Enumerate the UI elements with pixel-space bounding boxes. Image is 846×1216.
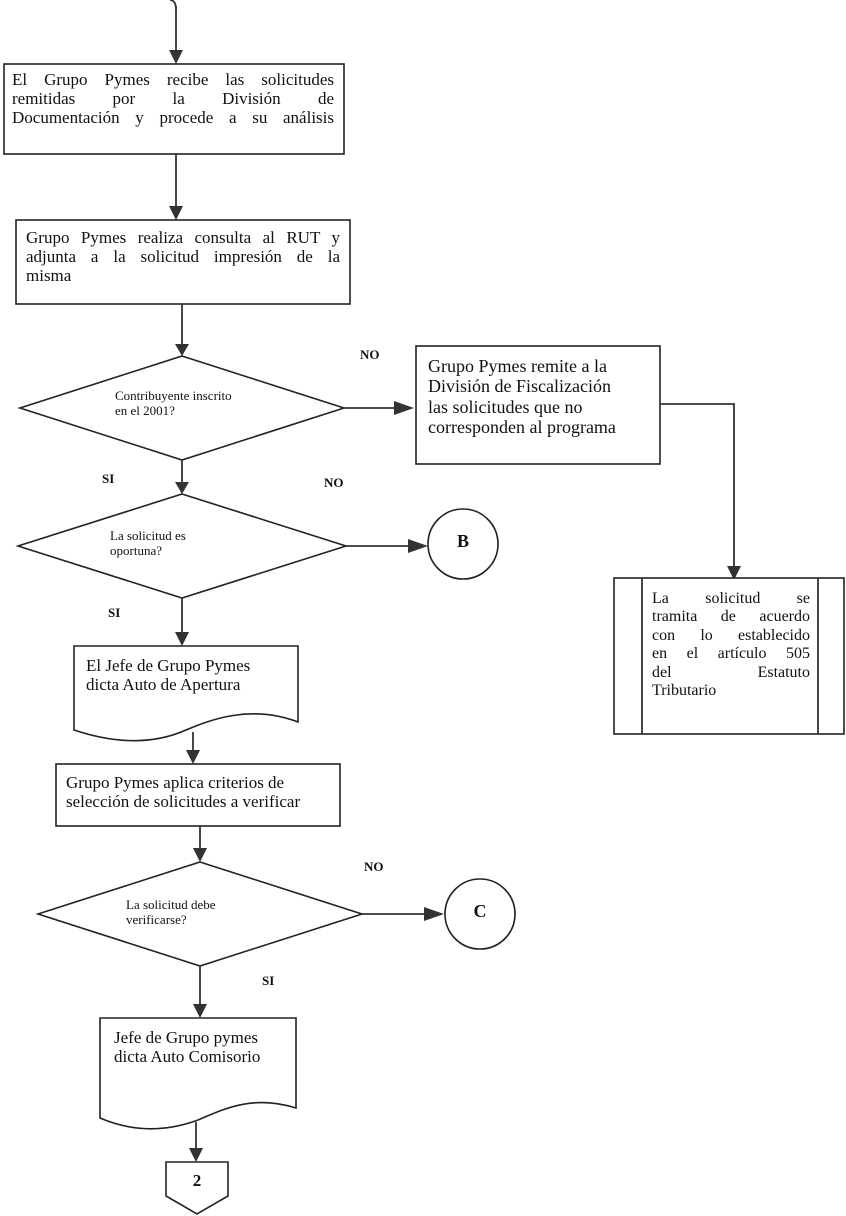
arrowhead-remit xyxy=(394,401,414,415)
decision1-no-label: NO xyxy=(360,347,380,362)
decision3-yes-label: SI xyxy=(262,973,275,988)
arrowhead-process xyxy=(727,566,741,580)
arrowhead-decision2 xyxy=(175,482,189,494)
step3-text: Grupo Pymes aplica criterios de selecció… xyxy=(66,773,336,811)
arrowhead-b xyxy=(408,539,428,553)
connector-c-label: C xyxy=(473,901,487,921)
step1-box xyxy=(3,63,345,155)
offpage-connector-label: 2 xyxy=(192,1171,202,1190)
arrowhead-doc2 xyxy=(193,1004,207,1018)
step3-line2: selección de solicitudes a verificar xyxy=(66,792,301,812)
doc1-text: El Jefe de Grupo Pymes dicta Auto de Ape… xyxy=(86,656,296,694)
remit-line4: corresponden al programa xyxy=(428,416,616,437)
decision2-yes-label: SI xyxy=(108,605,121,620)
decision3-line2: verificarse? xyxy=(126,911,187,927)
doc2-text: Jefe de Grupo pymes dicta Auto Comisorio xyxy=(114,1028,294,1066)
step1-text: El Grupo Pymes recibe las solicitudes re… xyxy=(12,70,334,127)
decision1-text: Contribuyente inscrito en el 2001? xyxy=(115,388,265,418)
decision1-line2: en el 2001? xyxy=(115,402,175,418)
connector-b-label: B xyxy=(456,531,469,551)
step3-line1: Grupo Pymes aplica criterios de xyxy=(66,773,285,792)
doc1-line1: El Jefe de Grupo Pymes xyxy=(86,656,251,675)
connector-b-circle xyxy=(427,508,499,580)
arrowhead-decision3 xyxy=(193,848,207,862)
step2-box xyxy=(15,219,351,305)
process-line6: Tributario xyxy=(652,681,717,699)
connector-c-circle xyxy=(444,878,516,950)
decision2-no-label: NO xyxy=(324,475,344,490)
decision3-no-label: NO xyxy=(364,859,384,874)
process-line2: tramita de acuerdo xyxy=(652,608,810,626)
arrowhead-step3 xyxy=(186,750,200,764)
offpage-connector-shape xyxy=(165,1161,229,1215)
decision2-text: La solicitud es oportuna? xyxy=(110,528,260,558)
arrowhead-offpage xyxy=(189,1148,203,1162)
doc1-line2: dicta Auto de Apertura xyxy=(86,675,241,695)
process-line5: del Estatuto xyxy=(652,663,810,681)
decision2-line1: La solicitud es xyxy=(110,528,186,543)
step3-box xyxy=(55,763,341,827)
step2-text: Grupo Pymes realiza consulta al RUT y ad… xyxy=(26,228,340,285)
arrowhead-doc1 xyxy=(175,632,189,646)
arrowhead-step2 xyxy=(169,206,183,220)
arrowhead-c xyxy=(424,907,444,921)
arrowhead-step1 xyxy=(169,50,183,64)
remit-line2: División de Fiscalización xyxy=(428,376,611,397)
doc2-line2: dicta Auto Comisorio xyxy=(114,1047,261,1067)
remit-box xyxy=(415,345,661,465)
remit-line1: Grupo Pymes remite a la xyxy=(428,356,607,376)
process-box xyxy=(613,577,845,735)
decision1-line1: Contribuyente inscrito xyxy=(115,388,232,403)
process-line4: en el artículo 505 xyxy=(652,645,810,663)
step1-line1: El Grupo Pymes recibe las solicitudes xyxy=(12,70,334,89)
decision2-line2: oportuna? xyxy=(110,542,162,558)
process-line3: con lo establecido xyxy=(652,626,810,644)
process-box-text: La solicitud se tramita de acuerdo con l… xyxy=(652,590,810,700)
decision3-text: La solicitud debe verificarse? xyxy=(126,897,276,927)
doc2-shape xyxy=(99,1017,297,1130)
step2-line3: misma xyxy=(26,266,72,286)
step1-line2: remitidas por la División de xyxy=(12,89,334,109)
doc1-shape xyxy=(73,645,299,742)
doc2-line1: Jefe de Grupo pymes xyxy=(114,1028,258,1047)
process-line1: La solicitud se xyxy=(652,590,810,607)
step2-line2: adjunta a la solicitud impresión de la xyxy=(26,247,340,267)
decision1-yes-label: SI xyxy=(102,471,115,486)
remit-box-text: Grupo Pymes remite a la División de Fisc… xyxy=(428,356,658,437)
remit-line3: las solicitudes que no xyxy=(428,396,583,417)
step2-line1: Grupo Pymes realiza consulta al RUT y xyxy=(26,228,340,247)
decision3-line1: La solicitud debe xyxy=(126,897,216,912)
step1-line3: Documentación y procede a su análisis xyxy=(12,108,334,128)
remit-to-process-line xyxy=(660,403,735,568)
arrowhead-decision1 xyxy=(175,344,189,356)
